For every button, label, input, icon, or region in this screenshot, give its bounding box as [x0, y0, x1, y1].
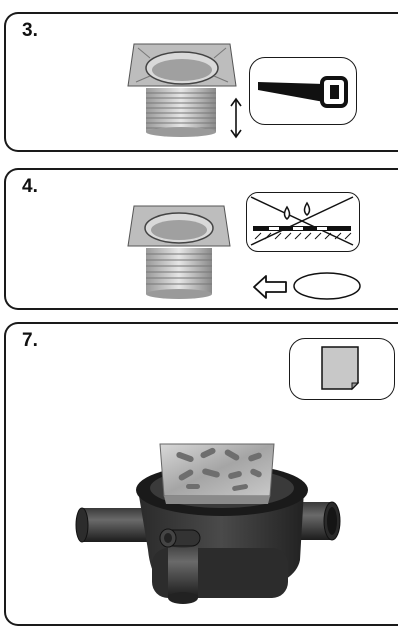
- floor-drain-assembly-image: [72, 430, 352, 620]
- step-number-3: 3.: [22, 20, 38, 41]
- drain-height-adjust-icon: [124, 36, 254, 148]
- paper-sheet-icon: [321, 346, 360, 391]
- hacksaw-icon-box: [249, 57, 357, 125]
- drain-image-step4: [124, 202, 234, 302]
- no-water-membrane-icon: [246, 192, 360, 252]
- step-number-7: 7.: [22, 330, 38, 351]
- paper-sheet-icon-box: [289, 338, 395, 400]
- step-number-4: 4.: [22, 176, 38, 197]
- step-panel-3: 3.: [4, 12, 398, 152]
- step-panel-4: 4.: [4, 168, 398, 310]
- hacksaw-icon: [258, 76, 348, 108]
- step-panel-7: 7.: [4, 322, 398, 626]
- oval-outline-icon: [292, 270, 362, 302]
- arrow-left-icon: [252, 274, 290, 300]
